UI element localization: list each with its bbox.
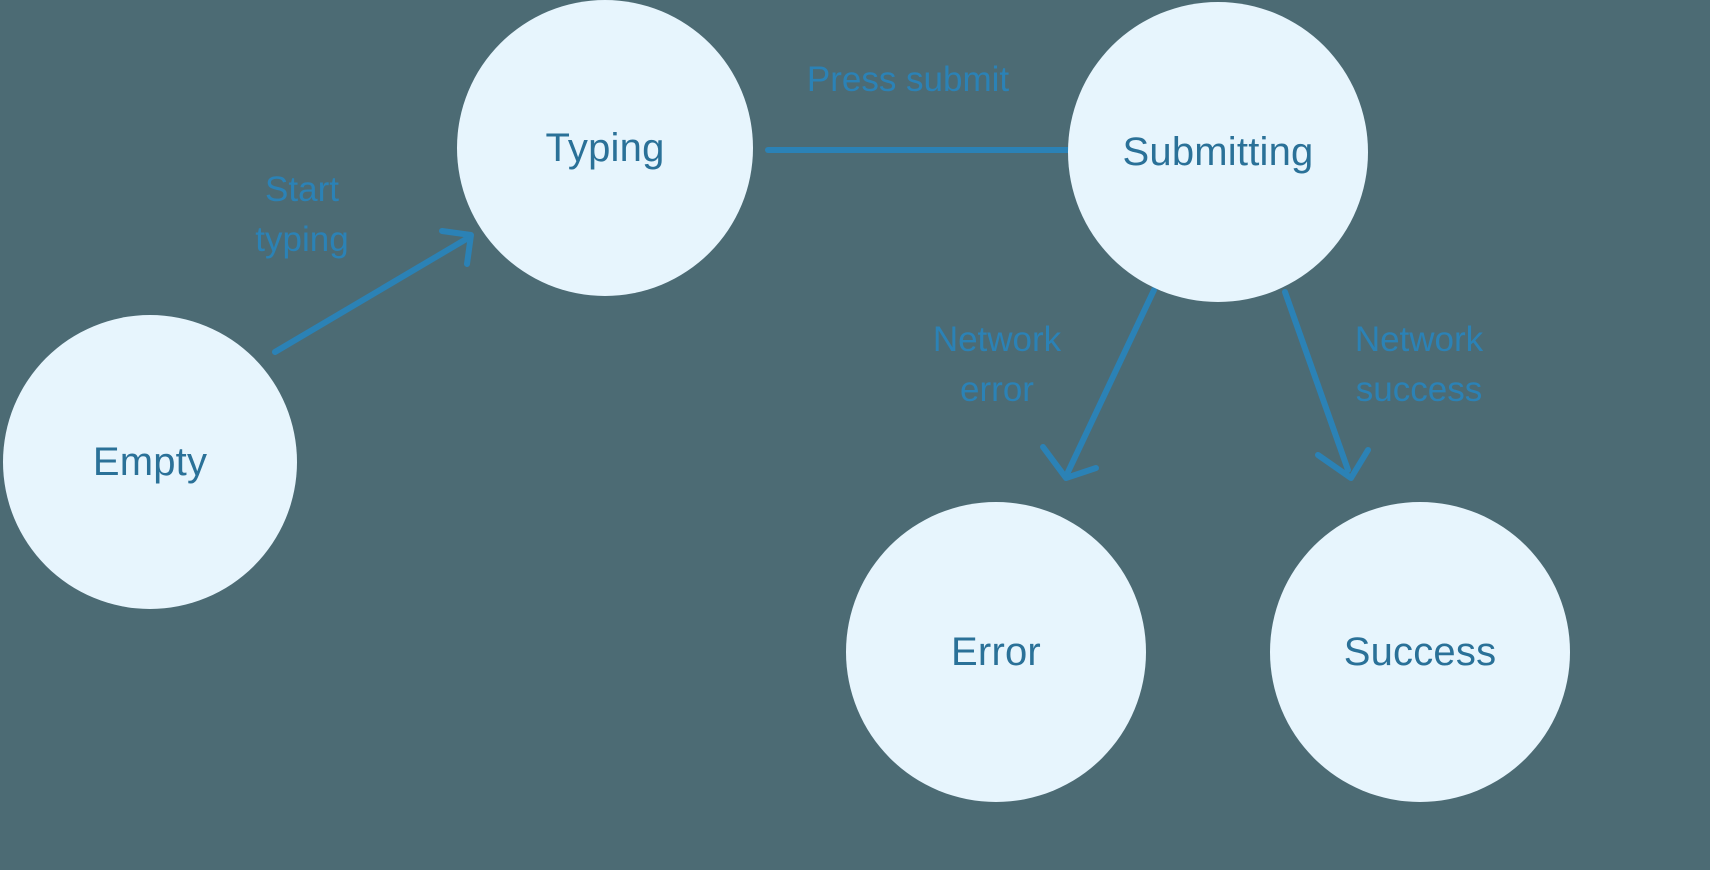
state-node-label: Success (1343, 630, 1497, 674)
edge-label-press-submit: Press submit (806, 60, 1010, 100)
state-node-label: Submitting (1122, 130, 1314, 174)
edge-label-start-typing: Start typing (255, 170, 349, 259)
state-node-error[interactable]: Error (846, 502, 1146, 802)
state-node-label: Empty (92, 440, 208, 484)
state-node-label: Typing (545, 126, 665, 170)
edge-label-network-success: Network success (1354, 320, 1484, 409)
state-node-empty[interactable]: Empty (3, 315, 297, 609)
state-node-label: Error (951, 630, 1041, 674)
state-node-success[interactable]: Success (1270, 502, 1570, 802)
state-node-typing[interactable]: Typing (457, 0, 753, 296)
edge-label-network-error: Network error (932, 320, 1062, 409)
state-node-submitting[interactable]: Submitting (1068, 2, 1368, 302)
